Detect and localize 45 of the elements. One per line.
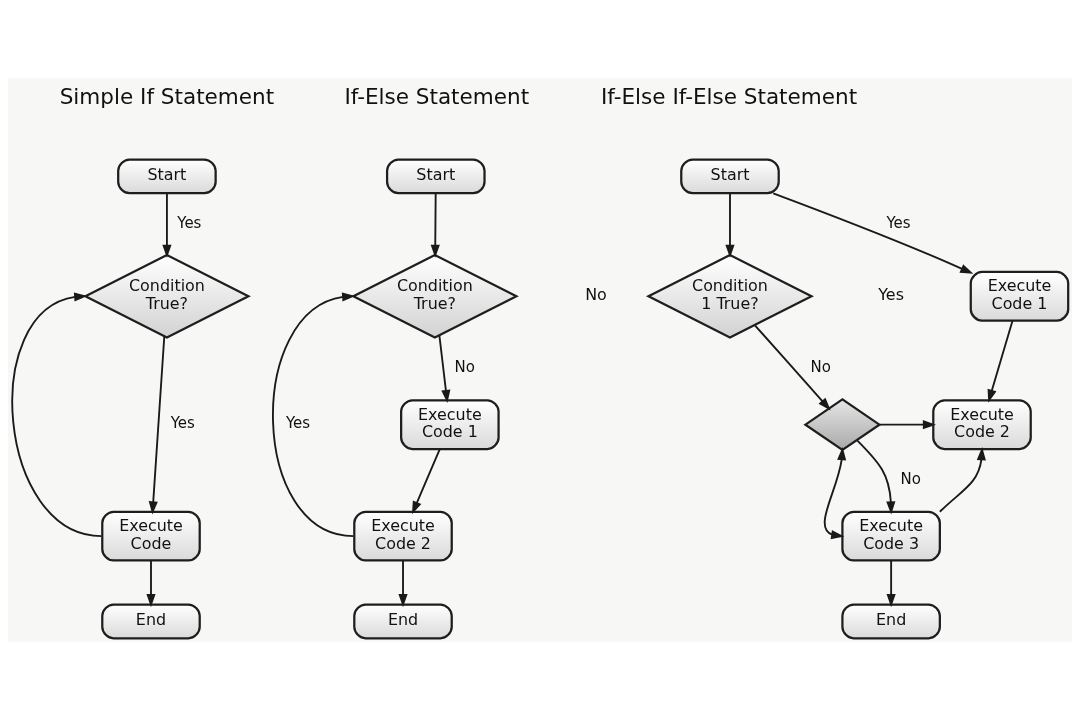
- edge-label: Yes: [170, 414, 195, 433]
- node-box: Execute Code 1: [969, 270, 1070, 322]
- arrow: [438, 334, 451, 404]
- node-diamond: Condition 1 True?: [646, 253, 814, 339]
- node-box: End: [353, 603, 453, 640]
- label: If-Else If-Else Statement: [600, 84, 858, 110]
- arrow: [11, 292, 103, 538]
- edge-label: Yes: [285, 414, 311, 433]
- arrow: [272, 292, 356, 538]
- label: If-Else Statement: [344, 84, 530, 110]
- arrow: [772, 192, 974, 274]
- node-box: Start: [117, 158, 217, 195]
- node-diamond: Condition True?: [82, 253, 251, 339]
- edge-label: No: [810, 357, 831, 376]
- label: No: [585, 285, 607, 305]
- arrow: [878, 420, 936, 430]
- arrow: [725, 192, 735, 258]
- node-box: Execute Code 1: [400, 399, 500, 451]
- arrow: [430, 192, 440, 258]
- arrow: [162, 192, 172, 258]
- arrow: [754, 324, 831, 411]
- arrow: [146, 559, 156, 608]
- label: Yes: [878, 285, 904, 305]
- arrow: [148, 335, 166, 515]
- node-box: Execute Code 3: [841, 510, 941, 562]
- edge-label: No: [454, 357, 475, 376]
- arrow: [856, 439, 896, 515]
- label: Simple If Statement: [59, 84, 275, 110]
- node-diamond: Condition True?: [350, 253, 519, 339]
- arrow: [938, 447, 986, 513]
- node-box: End: [841, 603, 941, 640]
- arrow: [411, 448, 441, 515]
- edge-label: Yes: [177, 213, 202, 232]
- arrow: [398, 559, 408, 608]
- node-box: Execute Code 2: [932, 399, 1032, 451]
- arrow: [987, 319, 1014, 403]
- node-box: Start: [680, 158, 780, 195]
- arrow: [823, 447, 847, 540]
- node-box: End: [101, 603, 201, 640]
- arrow: [886, 559, 896, 608]
- node-box: Execute Code 2: [353, 510, 453, 562]
- edge-label: Yes: [886, 213, 911, 232]
- node-box: Execute Code: [101, 510, 201, 562]
- node-box: Start: [385, 158, 486, 195]
- edge-label: No: [900, 470, 921, 489]
